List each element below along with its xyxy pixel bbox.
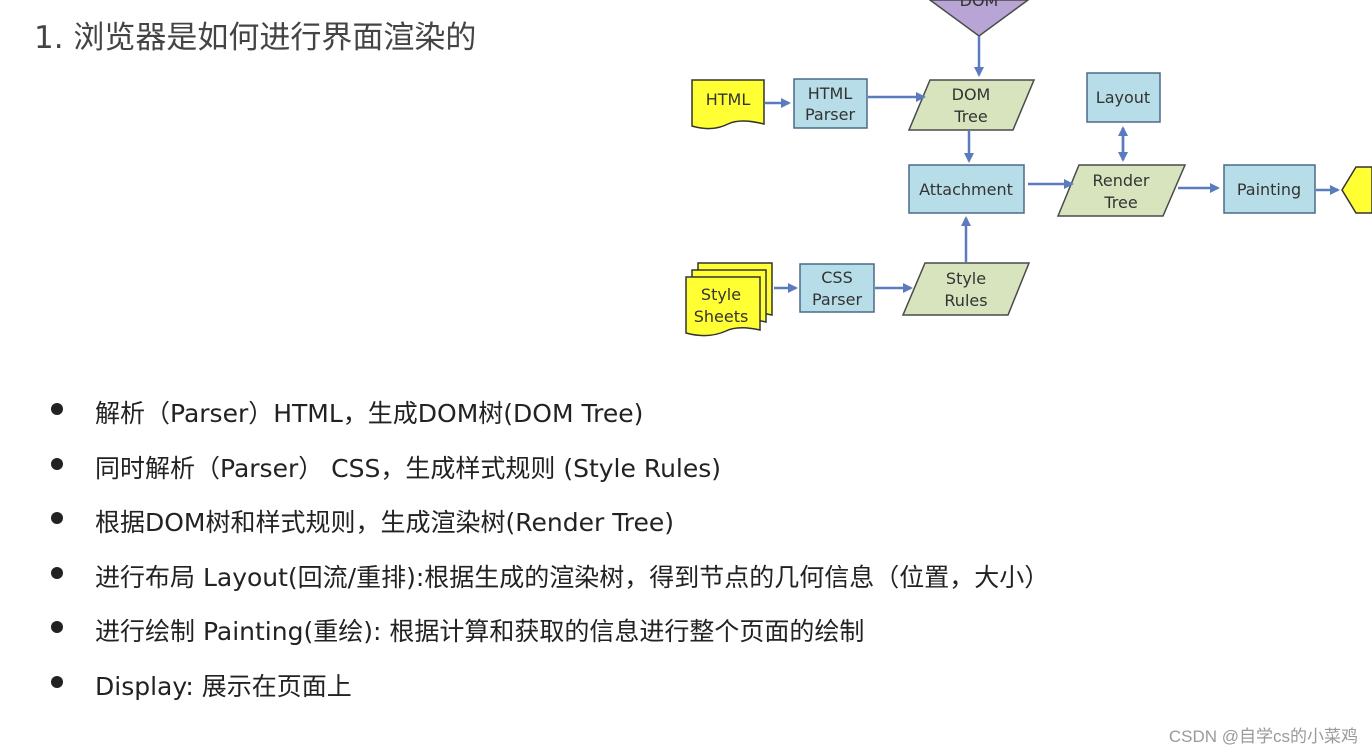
bullet-dot bbox=[51, 403, 63, 415]
page-title: 1. 浏览器是如何进行界面渲染的 bbox=[34, 20, 477, 56]
painting-node: Painting bbox=[1223, 164, 1316, 214]
html-parser-node: HTML Parser bbox=[793, 78, 868, 129]
render-tree-line2: Tree bbox=[1103, 193, 1137, 212]
bullet-dot bbox=[51, 566, 63, 579]
dom-diamond: DOM bbox=[928, 0, 1030, 37]
style-rules-line1: Style bbox=[946, 269, 986, 288]
bullet-dot bbox=[51, 512, 63, 524]
style-rules-node: Style Rules bbox=[901, 262, 1031, 316]
css-parser-node: CSS Parser bbox=[799, 263, 875, 313]
dom-tree-node: DOM Tree bbox=[907, 79, 1036, 131]
rendering-flow-diagram: DOM HTML HTML Parser DOM Tree Layout Att… bbox=[685, 0, 1372, 337]
step-text: Display: 展示在页面上 bbox=[95, 671, 352, 701]
css-parser-line1: CSS bbox=[821, 268, 852, 287]
attachment-node: Attachment bbox=[908, 164, 1025, 214]
html-parser-line2: Parser bbox=[805, 105, 855, 124]
step-text: 解析（Parser）HTML，生成DOM树(DOM Tree) bbox=[95, 399, 644, 428]
html-parser-line1: HTML bbox=[808, 84, 853, 103]
step-text: 进行布局 Layout(回流/重排):根据生成的渲染树，得到节点的几何信息（位置… bbox=[95, 562, 1050, 592]
layout-label: Layout bbox=[1096, 88, 1150, 107]
attachment-label: Attachment bbox=[919, 180, 1013, 199]
display-hexagon bbox=[1341, 166, 1372, 214]
step-text: 根据DOM树和样式规则，生成渲染树(Render Tree) bbox=[95, 508, 675, 537]
bullet-dot bbox=[51, 675, 63, 688]
step-text: 同时解析（Parser） CSS，生成样式规则 (Style Rules) bbox=[95, 453, 722, 483]
style-sheets-line1: Style bbox=[701, 285, 741, 304]
step-text: 进行绘制 Painting(重绘): 根据计算和获取的信息进行整个页面的绘制 bbox=[95, 617, 865, 646]
render-tree-node: Render Tree bbox=[1056, 164, 1187, 217]
style-sheets-line2: Sheets bbox=[694, 307, 749, 326]
html-document-node: HTML bbox=[691, 79, 765, 130]
painting-label: Painting bbox=[1237, 180, 1301, 199]
flow-arrows bbox=[765, 36, 1340, 293]
watermark: CSDN @自学cs的小菜鸡 bbox=[1168, 727, 1358, 746]
dom-tree-line1: DOM bbox=[952, 85, 991, 104]
bullet-dot bbox=[51, 457, 63, 470]
layout-node: Layout bbox=[1086, 72, 1161, 123]
style-rules-line2: Rules bbox=[944, 291, 987, 310]
style-sheets-node: Style Sheets bbox=[685, 262, 773, 337]
bullet-dot bbox=[51, 621, 63, 633]
render-tree-line1: Render bbox=[1093, 171, 1150, 190]
html-label: HTML bbox=[706, 90, 751, 109]
dom-label: DOM bbox=[960, 0, 999, 10]
dom-tree-line2: Tree bbox=[953, 107, 987, 126]
css-parser-line2: Parser bbox=[812, 290, 862, 309]
